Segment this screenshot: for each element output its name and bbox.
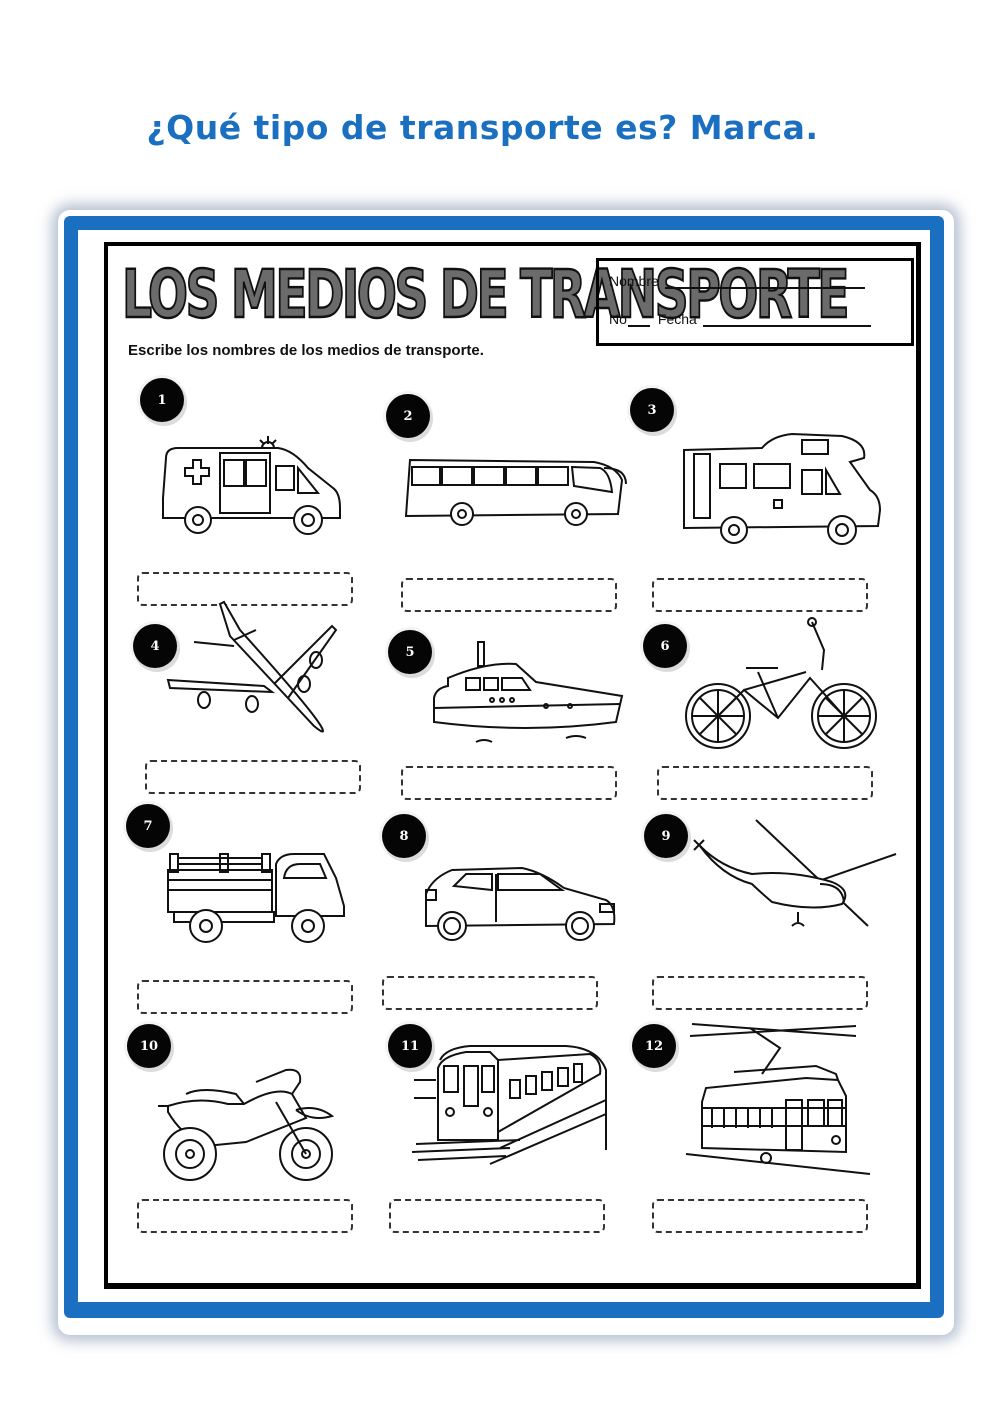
name-field[interactable] xyxy=(664,273,865,289)
worksheet-title: LOS MEDIOS DE TRANSPORTE xyxy=(121,256,850,333)
answer-box[interactable] xyxy=(657,766,873,800)
tram-icon xyxy=(686,1022,870,1176)
item-number-badge: 4 xyxy=(133,624,177,668)
date-label: Fecha xyxy=(657,311,697,327)
item-number-badge: 6 xyxy=(643,624,687,668)
airplane-icon xyxy=(164,600,346,740)
answer-box[interactable] xyxy=(137,1199,353,1233)
answer-input[interactable] xyxy=(654,580,866,610)
answer-box[interactable] xyxy=(652,1199,868,1233)
answer-input[interactable] xyxy=(654,1201,866,1231)
answer-input[interactable] xyxy=(139,574,351,604)
answer-box[interactable] xyxy=(382,976,598,1010)
train-icon xyxy=(410,1040,610,1170)
instruction-heading: ¿Qué tipo de transporte es? Marca. xyxy=(146,108,819,147)
boat-icon xyxy=(426,638,632,746)
car-icon xyxy=(422,864,618,940)
bicycle-icon xyxy=(684,616,884,756)
answer-box[interactable] xyxy=(145,760,361,794)
item-number-badge: 11 xyxy=(388,1024,432,1068)
bus-icon xyxy=(404,456,630,526)
date-field[interactable] xyxy=(702,311,871,327)
item-number-badge: 7 xyxy=(126,804,170,848)
number-field[interactable] xyxy=(627,311,650,327)
answer-input[interactable] xyxy=(403,768,615,798)
answer-box[interactable] xyxy=(401,578,617,612)
number-date-row: No Fecha xyxy=(609,311,871,327)
answer-input[interactable] xyxy=(139,982,351,1012)
answer-input[interactable] xyxy=(384,978,596,1008)
answer-box[interactable] xyxy=(137,572,353,606)
name-row: Nombre xyxy=(609,273,865,289)
number-label: No xyxy=(609,311,627,327)
answer-input[interactable] xyxy=(403,580,615,610)
answer-box[interactable] xyxy=(137,980,353,1014)
name-label: Nombre xyxy=(609,273,659,289)
item-number-badge: 5 xyxy=(388,630,432,674)
item-number-badge: 9 xyxy=(644,814,688,858)
answer-input[interactable] xyxy=(147,762,359,792)
answer-input[interactable] xyxy=(139,1201,351,1231)
worksheet-subtitle: Escribe los nombres de los medios de tra… xyxy=(128,342,484,359)
answer-input[interactable] xyxy=(391,1201,603,1231)
answer-input[interactable] xyxy=(654,978,866,1008)
answer-box[interactable] xyxy=(652,976,868,1010)
item-number-badge: 10 xyxy=(127,1024,171,1068)
item-number-badge: 12 xyxy=(632,1024,676,1068)
worksheet: LOS MEDIOS DE TRANSPORTE Escribe los nom… xyxy=(104,242,921,1289)
camper-van-icon xyxy=(682,430,886,548)
answer-box[interactable] xyxy=(401,766,617,800)
motorcycle-icon xyxy=(158,1066,342,1182)
item-number-badge: 3 xyxy=(630,388,674,432)
student-info-box: Nombre No Fecha xyxy=(596,258,914,346)
answer-box[interactable] xyxy=(652,578,868,612)
item-number-badge: 1 xyxy=(140,378,184,422)
answer-input[interactable] xyxy=(659,768,871,798)
truck-icon xyxy=(166,850,352,946)
answer-box[interactable] xyxy=(389,1199,605,1233)
helicopter-icon xyxy=(692,818,900,930)
item-number-badge: 2 xyxy=(386,394,430,438)
ambulance-icon xyxy=(158,438,348,538)
item-number-badge: 8 xyxy=(382,814,426,858)
